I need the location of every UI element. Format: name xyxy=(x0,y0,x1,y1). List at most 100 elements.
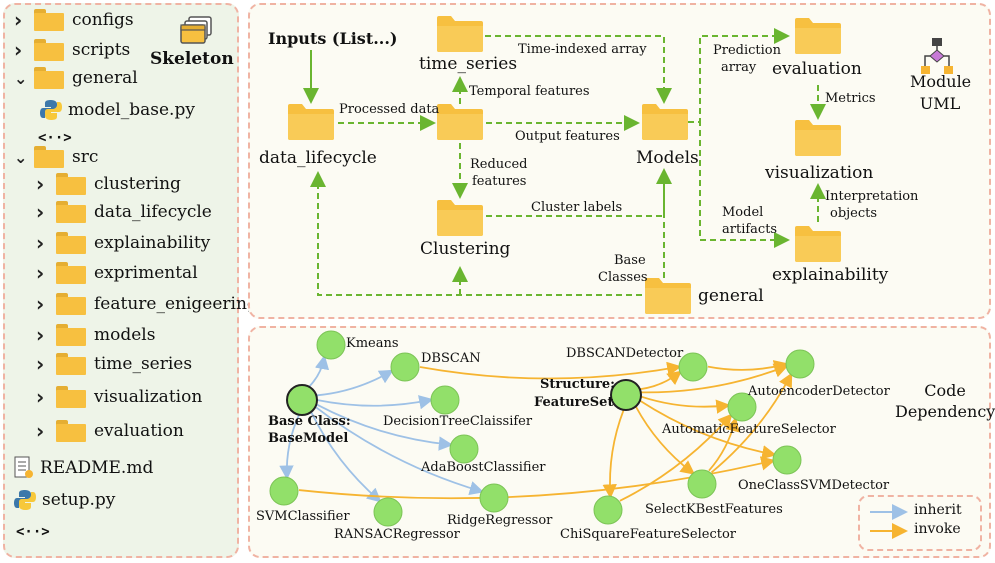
skeleton-title: Skeleton xyxy=(150,49,234,69)
node-struct xyxy=(610,379,642,411)
chevron-right-icon[interactable]: › xyxy=(36,323,45,347)
tree-item-label: explainability xyxy=(94,233,211,253)
node-adaboost xyxy=(449,434,479,464)
edge-metrics: Metrics xyxy=(825,91,876,106)
edge-interpretation-line1: Interpretation xyxy=(825,189,919,204)
node-kbest xyxy=(687,469,717,499)
folder-icon xyxy=(56,353,86,375)
tree-item-label: configs xyxy=(72,10,134,30)
clustering-label: Clustering xyxy=(420,239,511,259)
node-dtree xyxy=(430,385,460,415)
node-base xyxy=(286,384,318,416)
chevron-right-icon[interactable]: › xyxy=(36,261,45,285)
tree-item-scripts[interactable]: ›scripts xyxy=(14,38,130,62)
inputs-label: Inputs (List...) xyxy=(268,29,398,48)
chevron-right-icon[interactable]: › xyxy=(14,8,23,32)
edge-kbest-autofeat xyxy=(708,416,740,472)
tree-item-general[interactable]: ⌄ general xyxy=(14,66,138,90)
chevron-right-icon[interactable]: › xyxy=(14,38,23,62)
edge-struct-dbscan_det xyxy=(639,370,683,391)
edge-base-ransac xyxy=(310,411,382,503)
node-label-autoencoder: AutoencoderDetector xyxy=(748,384,890,399)
node-label-dbscan: DBSCAN xyxy=(421,351,481,366)
tree-item-configs[interactable]: › configs xyxy=(14,8,134,32)
edge-prediction-line2: array xyxy=(721,60,757,75)
module-uml-panel xyxy=(248,3,991,319)
chevron-right-icon[interactable]: › xyxy=(36,292,45,316)
python-icon xyxy=(40,100,62,120)
code-dependency-panel xyxy=(248,326,991,558)
edge-base-dtree xyxy=(316,395,434,410)
edge-cluster-labels: Cluster labels xyxy=(531,200,623,215)
chevron-right-icon[interactable]: › xyxy=(36,352,45,376)
tree-item-exprimental[interactable]: ›exprimental xyxy=(36,261,198,285)
chevron-right-icon[interactable]: › xyxy=(36,172,45,196)
tree-item--[interactable]: <··> xyxy=(38,126,72,150)
node-label-dbscan-detector: DBSCANDetector xyxy=(566,346,684,361)
tree-item-evaluation[interactable]: › evaluation xyxy=(36,419,184,443)
edge-base-adaboost xyxy=(315,403,454,451)
edge-base-classes-line1: Base xyxy=(614,253,646,268)
chevron-right-icon[interactable]: › xyxy=(36,419,45,443)
tree-item-label: model_base.py xyxy=(68,100,195,120)
tree-item-readme-md[interactable]: README.md xyxy=(14,456,153,480)
chevron-right-icon[interactable]: › xyxy=(36,200,45,224)
chevron-down-icon[interactable]: ⌄ xyxy=(14,147,28,167)
edge-model-artifacts-line1: Model xyxy=(722,205,764,220)
legend-box xyxy=(858,495,982,551)
folder-icon xyxy=(56,324,86,346)
tree-item-src[interactable]: ⌄src xyxy=(14,145,98,169)
edge-struct-ocsvm xyxy=(639,399,777,460)
python-icon xyxy=(14,490,36,510)
tree-item-explainability[interactable]: › explainability xyxy=(36,231,210,255)
node-label-adaboost: AdaBoostClassifier xyxy=(421,460,546,475)
tree-item-label: feature_enigeering xyxy=(94,294,258,314)
tree-item--[interactable]: <··> xyxy=(16,520,50,544)
uml-title-line2: UML xyxy=(919,94,961,113)
ellipsis-icon: <··> xyxy=(38,130,72,146)
tree-item-label: models xyxy=(94,325,156,345)
edge-base-ridge xyxy=(314,406,485,496)
chevron-right-icon[interactable]: › xyxy=(36,231,45,255)
node-dbscan xyxy=(390,352,420,382)
edge-prediction-line1: Prediction xyxy=(713,43,781,58)
node-label-ridge: RidgeRegressor xyxy=(447,513,553,528)
edge-chisq-autofeat xyxy=(619,413,733,502)
tree-item-time-series[interactable]: ›time_series xyxy=(36,352,192,376)
tree-item-label: README.md xyxy=(40,458,154,478)
node-ransac xyxy=(373,497,403,527)
edge-base-kmeans xyxy=(308,354,330,388)
edge-output-features: Output features xyxy=(515,129,620,144)
tree-item-models[interactable]: › models xyxy=(36,323,155,347)
tree-item-label: visualization xyxy=(94,387,203,407)
tree-item-label: clustering xyxy=(94,174,181,194)
folder-icon xyxy=(56,173,86,195)
node-ridge xyxy=(479,483,509,513)
folder-icon xyxy=(56,293,86,315)
tree-item-clustering[interactable]: › clustering xyxy=(36,172,181,196)
legend-invoke-label: invoke xyxy=(914,521,961,537)
folder-icon xyxy=(56,262,86,284)
edge-reduced-line2: features xyxy=(472,174,527,189)
tree-item-model-base-py[interactable]: model_base.py xyxy=(40,98,195,122)
tree-item-data-lifecycle[interactable]: ›data_lifecycle xyxy=(36,200,212,224)
chevron-right-icon[interactable]: › xyxy=(36,385,45,409)
node-label-svm: SVMClassifier xyxy=(256,509,350,524)
edge-struct-autofeat xyxy=(640,395,731,414)
tree-item-setup-py[interactable]: setup.py xyxy=(14,488,115,512)
base-class-line2: BaseModel xyxy=(268,431,349,446)
tree-item-label: evaluation xyxy=(94,421,184,441)
tree-item-feature-enigeering[interactable]: › feature_enigeering xyxy=(36,292,258,316)
edge-reduced-line1: Reduced xyxy=(470,157,528,172)
models-label: Models xyxy=(636,148,699,168)
node-label-ransac: RANSACRegressor xyxy=(334,527,460,542)
node-autofeat xyxy=(727,392,757,422)
folder-icon xyxy=(56,420,86,442)
node-ocsvm xyxy=(772,445,802,475)
chevron-down-icon[interactable]: ⌄ xyxy=(14,68,28,88)
explainability-label: explainability xyxy=(772,265,889,285)
tree-item-visualization[interactable]: › visualization xyxy=(36,385,202,409)
tree-item-label: general xyxy=(72,68,138,88)
